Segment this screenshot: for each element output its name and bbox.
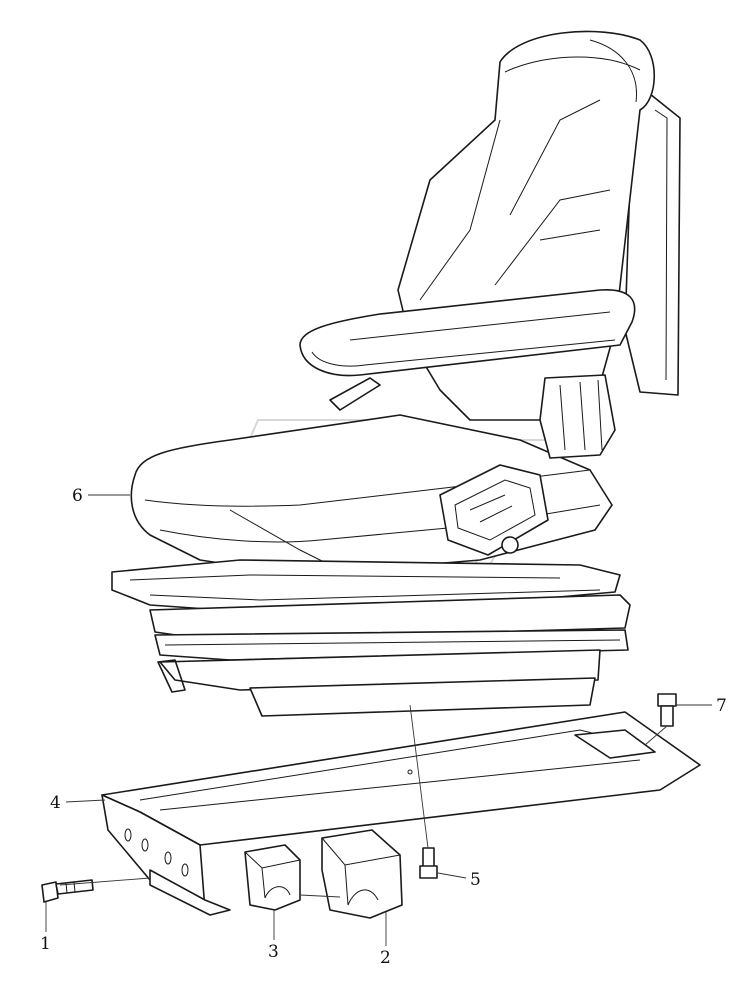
- bolt-short-5: [419, 847, 438, 879]
- seat-assembly: [111, 30, 681, 613]
- suspension-base: [149, 594, 631, 717]
- adjustment-lever: [439, 464, 549, 556]
- spacer-block: [244, 844, 301, 911]
- callout-6: 6: [72, 486, 83, 506]
- mounting-bracket: [101, 711, 701, 916]
- armrest: [299, 289, 636, 377]
- callout-4: 4: [50, 793, 61, 813]
- callout-5: 5: [470, 870, 481, 890]
- callout-3: 3: [268, 942, 279, 962]
- leader-lines: [45, 494, 712, 946]
- bolt-short-7: [657, 693, 677, 727]
- callout-2: 2: [380, 948, 391, 968]
- callout-1: 1: [40, 934, 51, 954]
- channel-block: [321, 829, 403, 919]
- callout-7: 7: [716, 696, 727, 716]
